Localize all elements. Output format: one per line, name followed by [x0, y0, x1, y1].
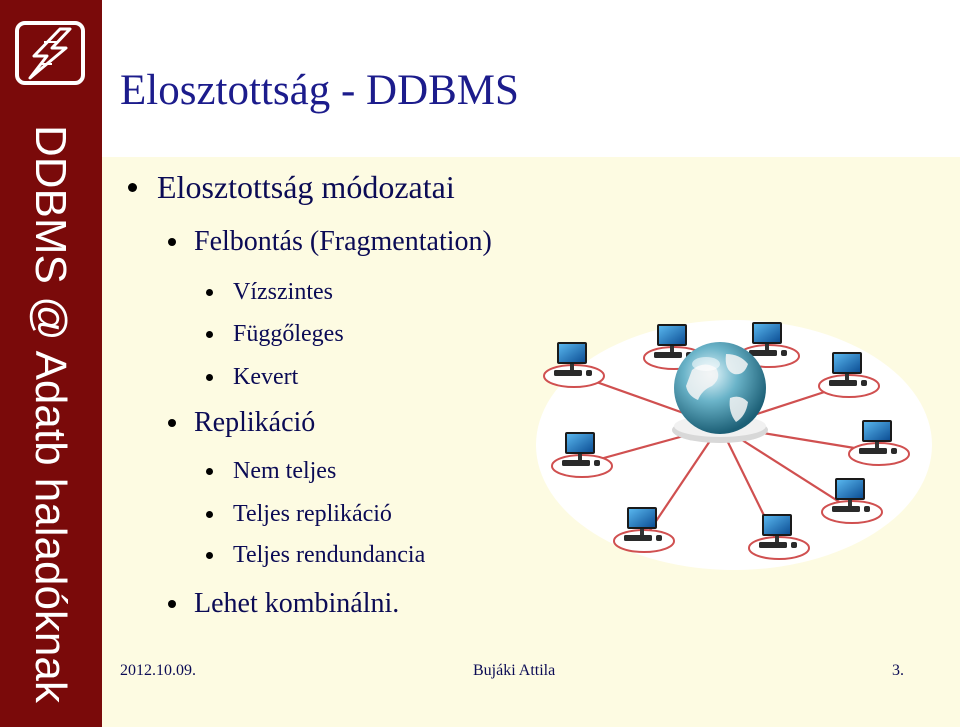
bullet-text: Teljes rendundancia — [233, 542, 426, 568]
bullet-text: Elosztottság módozatai — [157, 169, 455, 205]
bullet-text: Teljes replikáció — [233, 501, 392, 527]
bullet-item: Elosztottság módozatai — [128, 169, 455, 206]
bullet-dot — [206, 331, 213, 338]
bullet-text: Nem teljes — [233, 458, 337, 484]
title-band — [102, 0, 960, 157]
bullet-item: Lehet kombinálni. — [168, 588, 399, 620]
bullet-item: Kevert — [206, 364, 298, 391]
bullet-dot — [206, 289, 213, 296]
bullet-item: Vízszintes — [206, 279, 333, 306]
bullet-item: Teljes rendundancia — [206, 542, 425, 569]
bullet-dot — [128, 183, 137, 192]
computer-icon — [551, 432, 613, 478]
computer-icon — [543, 342, 605, 388]
bullet-item: Felbontás (Fragmentation) — [168, 226, 492, 258]
sidebar-vertical-title: DDBMS @ Adatb haladóknak — [26, 125, 75, 703]
network-globe-computers-icon — [536, 320, 932, 570]
slide-title: Elosztottság - DDBMS — [120, 67, 519, 114]
computer-icon — [821, 478, 883, 524]
bullet-text: Replikáció — [194, 407, 316, 438]
footer-page-number: 3. — [892, 662, 904, 679]
footer-author: Bujáki Attila — [473, 662, 556, 679]
bullet-item: Replikáció — [168, 407, 315, 439]
bullet-text: Vízszintes — [233, 279, 333, 305]
bullet-dot — [168, 419, 176, 427]
bullet-item: Nem teljes — [206, 458, 336, 485]
bullet-dot — [206, 552, 213, 559]
footer-date: 2012.10.09. — [120, 662, 196, 679]
bullet-dot — [206, 468, 213, 475]
computer-icon — [818, 352, 880, 398]
bullet-dot — [206, 374, 213, 381]
lightning-bolt-icon — [15, 21, 85, 85]
bullet-dot — [168, 238, 176, 246]
bullet-dot — [168, 600, 176, 608]
bullet-text: Lehet kombinálni. — [194, 588, 400, 619]
sidebar: DDBMS @ Adatb haladóknak — [0, 0, 102, 727]
bullet-text: Felbontás (Fragmentation) — [194, 226, 492, 257]
bullet-text: Kevert — [233, 364, 299, 390]
bullet-item: Függőleges — [206, 321, 344, 348]
bullet-item: Teljes replikáció — [206, 501, 392, 528]
bullet-text: Függőleges — [233, 321, 344, 347]
computer-icon — [613, 507, 675, 553]
computer-icon — [848, 420, 910, 466]
computer-icon — [748, 514, 810, 560]
bullet-dot — [206, 511, 213, 518]
